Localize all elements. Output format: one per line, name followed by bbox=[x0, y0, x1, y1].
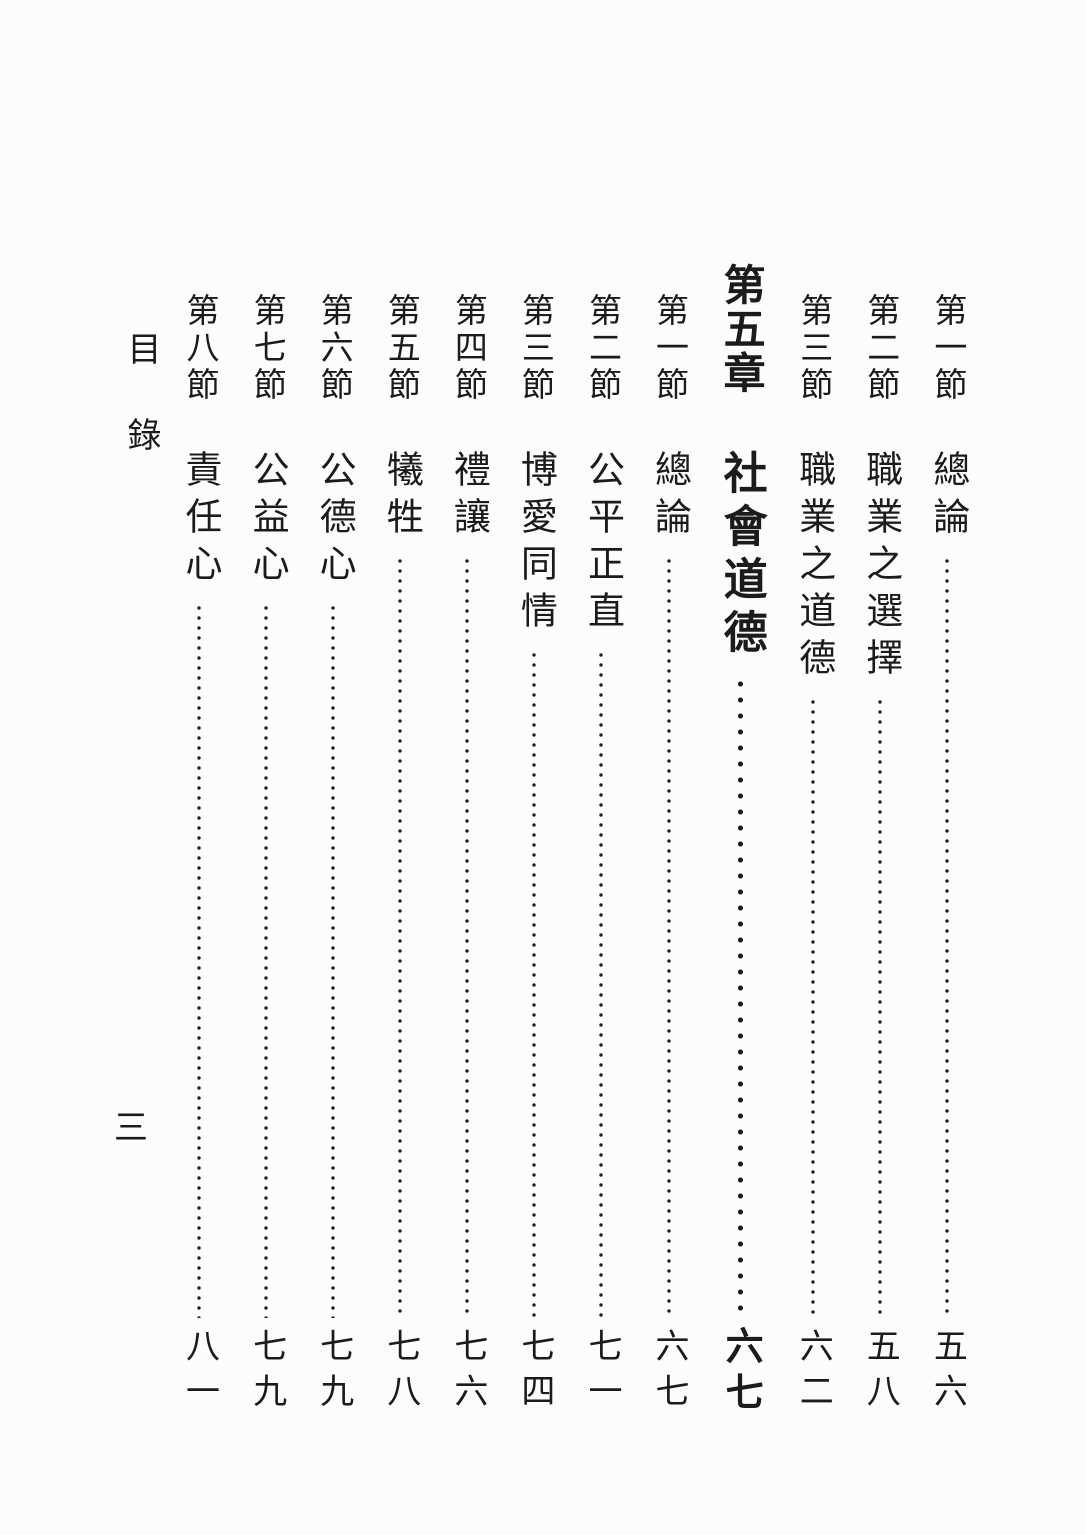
toc-dotted-leader bbox=[874, 697, 885, 1318]
toc-dotted-leader bbox=[395, 556, 406, 1318]
toc-entry-number-label: 第四節 bbox=[449, 293, 486, 404]
toc-dotted-leader bbox=[941, 556, 952, 1318]
toc-entry-title: 犧牲 bbox=[380, 450, 422, 544]
toc-entry-page-number: 五八 bbox=[861, 1328, 899, 1418]
toc-entry-page-number: 六二 bbox=[794, 1328, 832, 1418]
toc-entry: 第八節 責任心 八一 bbox=[172, 263, 226, 1418]
toc-columns: 第一節 總論 五六 第二節 職業之選擇 五八 第三節 職業之道德 六二 第五章 … bbox=[172, 263, 974, 1418]
toc-entry-number-label: 第一節 bbox=[650, 293, 687, 404]
toc-entry-title: 職業之道德 bbox=[792, 450, 834, 685]
toc-entry: 第四節 禮讓 七六 bbox=[440, 263, 494, 1418]
toc-entry-title: 博愛同情 bbox=[514, 450, 556, 638]
toc-entry-number-label: 第六節 bbox=[315, 293, 352, 404]
toc-entry: 第三節 職業之道德 六二 bbox=[786, 263, 840, 1418]
toc-entry-number-label: 第八節 bbox=[181, 293, 217, 404]
toc-entry-page-number: 七九 bbox=[247, 1328, 285, 1418]
toc-dotted-leader bbox=[596, 650, 607, 1318]
toc-entry-title: 禮讓 bbox=[447, 450, 489, 544]
toc-entry-title: 公益心 bbox=[246, 450, 288, 591]
toc-entry-number-label: 第七節 bbox=[248, 293, 285, 404]
toc-entry: 第一節 總論 五六 bbox=[920, 263, 974, 1418]
toc-entry: 第三節 博愛同情 七四 bbox=[507, 263, 561, 1418]
folio-page-number: 三 bbox=[114, 1110, 148, 1147]
toc-dotted-leader bbox=[462, 556, 473, 1318]
toc-entry-page-number: 七九 bbox=[314, 1328, 352, 1418]
toc-dotted-leader bbox=[261, 603, 272, 1318]
toc-entry-page-number: 六七 bbox=[719, 1326, 762, 1418]
toc-entry-number-label: 第二節 bbox=[583, 293, 620, 404]
toc-entry-title: 總論 bbox=[648, 450, 690, 544]
toc-entry-page-number: 七一 bbox=[582, 1328, 620, 1418]
toc-entry: 第二節 公平正直 七一 bbox=[574, 263, 628, 1418]
toc-entry-title: 公德心 bbox=[313, 450, 355, 591]
toc-entry: 第七節 公益心 七九 bbox=[239, 263, 293, 1418]
toc-dotted-leader bbox=[529, 650, 540, 1318]
margin-running-title: 目錄 bbox=[122, 331, 159, 503]
toc-entry-title: 總論 bbox=[926, 450, 968, 544]
toc-dotted-leader bbox=[663, 556, 674, 1318]
toc-entry-number-label: 第三節 bbox=[794, 293, 831, 404]
toc-entry-number-label: 第三節 bbox=[516, 293, 553, 404]
toc-entry-title: 責任心 bbox=[179, 450, 220, 591]
toc-entry-number-label: 第二節 bbox=[861, 293, 898, 404]
toc-entry-page-number: 七六 bbox=[448, 1328, 486, 1418]
toc-entry-title: 社會道德 bbox=[716, 450, 766, 662]
toc-entry-number-label: 第一節 bbox=[928, 293, 965, 404]
toc-entry-number-label: 第五章 bbox=[717, 263, 764, 395]
toc-dotted-leader bbox=[194, 603, 204, 1318]
toc-entry-page-number: 七四 bbox=[515, 1328, 553, 1418]
toc-entry: 第五章 社會道德 六七 bbox=[709, 263, 773, 1418]
toc-entry: 第六節 公德心 七九 bbox=[306, 263, 360, 1418]
toc-dotted-leader bbox=[328, 603, 339, 1318]
toc-dotted-leader bbox=[734, 676, 748, 1316]
toc-entry-title: 公平正直 bbox=[581, 450, 623, 638]
toc-entry-page-number: 八一 bbox=[180, 1328, 218, 1418]
toc-entry: 第五節 犧牲 七八 bbox=[373, 263, 427, 1418]
toc-entry-page-number: 七八 bbox=[381, 1328, 419, 1418]
toc-entry-page-number: 六七 bbox=[650, 1328, 688, 1418]
toc-entry-number-label: 第五節 bbox=[382, 293, 419, 404]
toc-dotted-leader bbox=[807, 697, 818, 1318]
toc-entry: 第二節 職業之選擇 五八 bbox=[853, 263, 907, 1418]
toc-entry: 第一節 總論 六七 bbox=[642, 263, 696, 1418]
toc-entry-page-number: 五六 bbox=[928, 1328, 966, 1418]
toc-entry-title: 職業之選擇 bbox=[859, 450, 901, 685]
